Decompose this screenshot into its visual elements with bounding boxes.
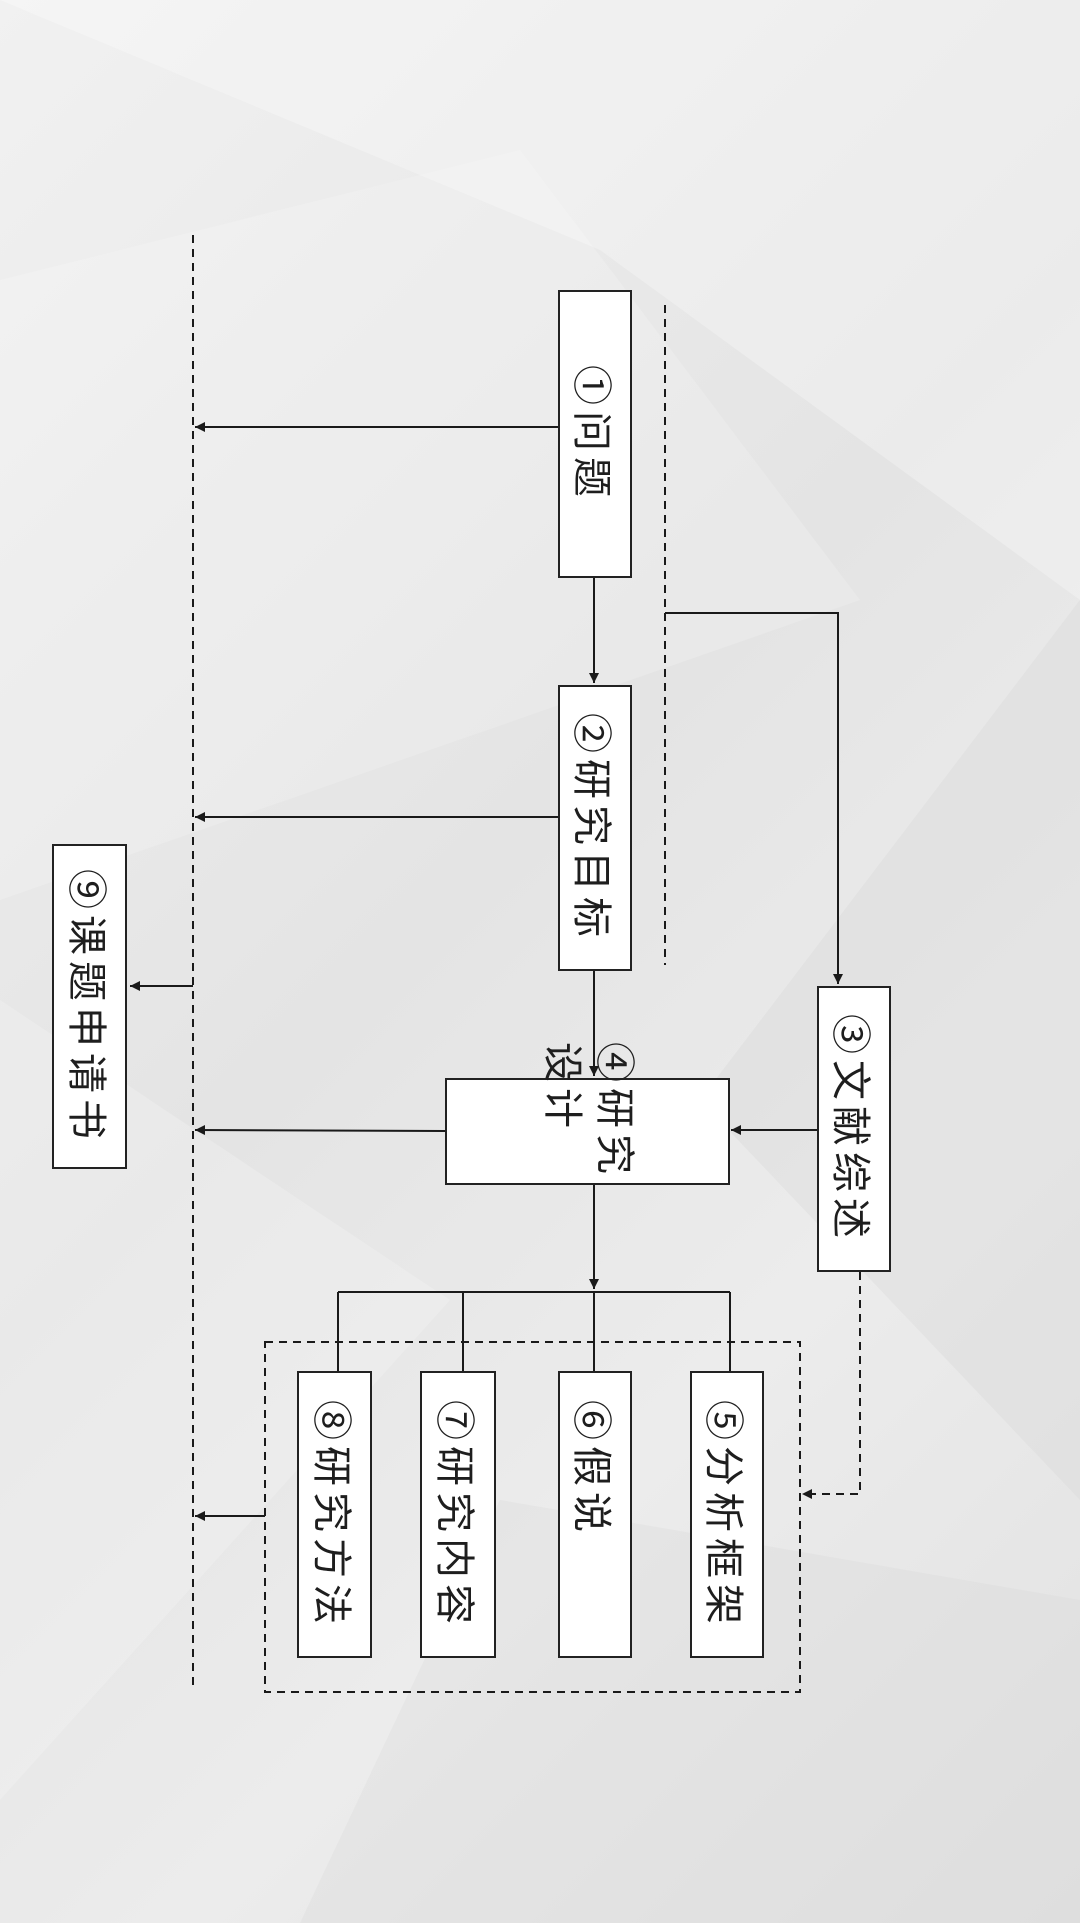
node-research-method: ⑧研究方法 [297, 1371, 372, 1658]
group-5-8-dashed-frame [264, 1341, 801, 1693]
node-research-content-label: ⑦研究内容 [431, 1399, 477, 1630]
node-research-goal: ②研究目标 [558, 685, 632, 971]
node-hypothesis: ⑥假说 [558, 1371, 632, 1658]
node-research-design-label: ④研究设计 [538, 1041, 637, 1180]
arrow-n4-to-collector [194, 1125, 446, 1136]
node-problem-label: ①问题 [568, 365, 614, 503]
dashed-arrow-n3-to-group [802, 1272, 861, 1499]
node-grant-proposal: ⑨课题申请书 [52, 844, 127, 1169]
node-research-content: ⑦研究内容 [420, 1371, 496, 1658]
node-literature-review: ③文献综述 [817, 986, 891, 1272]
node-literature-review-label: ③文献综述 [827, 1014, 873, 1244]
node-research-design: ④研究设计 [445, 1042, 730, 1185]
node-research-goal-label: ②研究目标 [568, 713, 614, 943]
node-problem: ①问题 [558, 290, 632, 578]
node-analysis-framework: ⑤分析框架 [690, 1371, 764, 1658]
node-hypothesis-label: ⑥假说 [568, 1400, 614, 1538]
node-grant-proposal-label: ⑨课题申请书 [62, 868, 109, 1145]
node-research-method-label: ⑧研究方法 [307, 1399, 354, 1630]
arrow-to-n3 [665, 612, 843, 984]
node-analysis-framework-label: ⑤分析框架 [700, 1399, 746, 1630]
